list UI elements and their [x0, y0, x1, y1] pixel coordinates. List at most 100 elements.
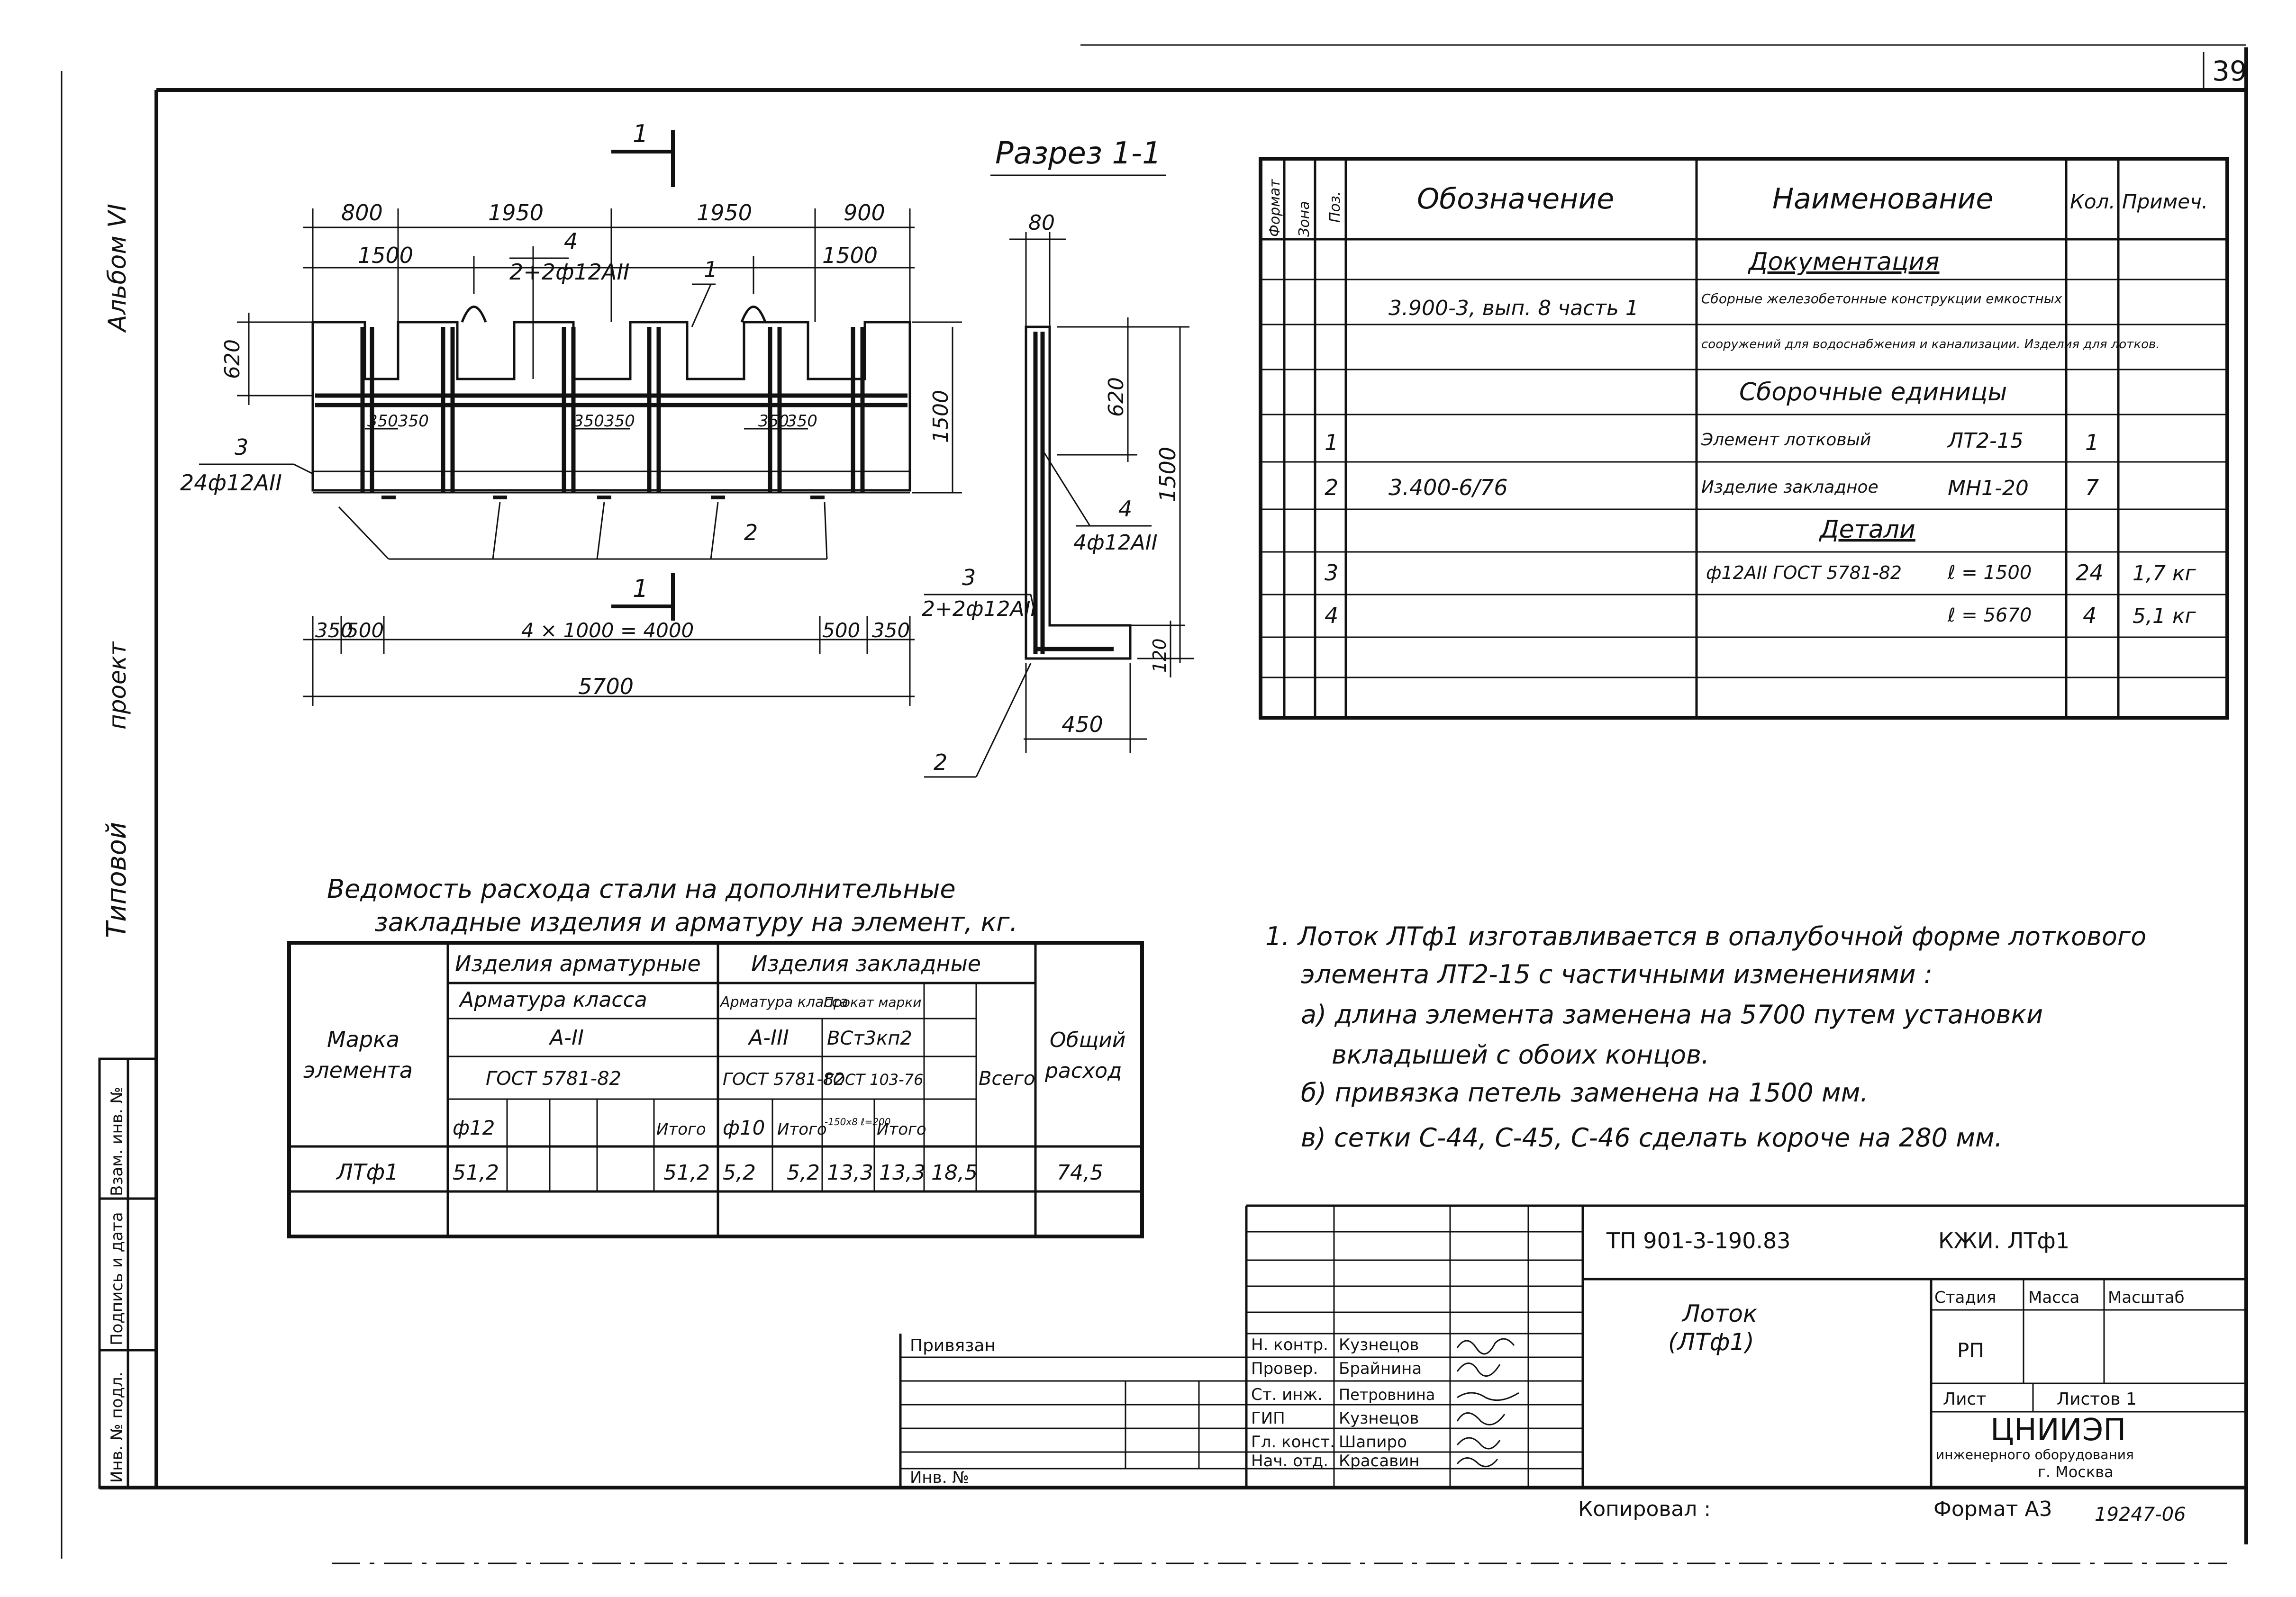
spec-table: [1259, 157, 2229, 720]
steel-header-gost-b: ГОСТ 5781-82: [723, 1070, 844, 1089]
title-tied: Привязан: [910, 1336, 996, 1355]
spec-row3-name: ф12АII ГОСТ 5781-82: [1706, 562, 1902, 583]
title-format: Формат А3: [1933, 1497, 2052, 1521]
steel-header-plate: -150х8 ℓ=200: [825, 1116, 891, 1128]
steel-header-a2: А-II: [548, 1026, 584, 1050]
margin-album: Альбом VI: [103, 204, 132, 333]
dim-1950-a: 1950: [488, 200, 544, 226]
title-name-1: Лоток: [1681, 1300, 1757, 1327]
steel-header-gost-c: ГОСТ 103-76: [825, 1071, 923, 1089]
spec-row3-note: 1,7 кг: [2133, 561, 2196, 586]
spec-row1-name: Элемент лотковый: [1701, 430, 1871, 450]
callout-1-top: 1: [704, 257, 717, 282]
title-org-2: инженерного оборудования: [1936, 1447, 2134, 1462]
steel-header-mark-1: Марка: [327, 1027, 399, 1052]
dim-350-a: 350: [367, 412, 398, 431]
title-role-6: Нач. отд.: [1251, 1452, 1328, 1471]
tray-elevation: [199, 130, 962, 706]
note-b: б) привязка петель заменена на 1500 мм.: [1301, 1078, 1868, 1108]
section-rebar-4: 4ф12АII: [1073, 531, 1158, 555]
sheet-number: 39: [2212, 55, 2247, 87]
section-1-1: [924, 174, 1194, 778]
rebar-left-label: 24ф12АII: [180, 470, 282, 496]
margin-vzam-inv: Взам. инв. №: [108, 1087, 127, 1196]
margin-stamp: [98, 1057, 158, 1489]
spec-row2-qty: 7: [2085, 475, 2099, 500]
signatures: [1456, 1338, 1519, 1468]
dim-bottom-350-right: 350: [872, 619, 910, 642]
spec-doc-name-1: Сборные железобетонные конструкции емкос…: [1701, 291, 2062, 307]
title-person-3: Петровнина: [1339, 1386, 1435, 1404]
dim-total-5700: 5700: [578, 674, 634, 699]
dim-800: 800: [341, 200, 383, 226]
dim-350-b: 350: [398, 412, 429, 431]
spec-row4-length: ℓ = 5670: [1947, 605, 2032, 626]
title-mark: КЖИ. ЛТф1: [1938, 1228, 2069, 1254]
title-scale-header: Масштаб: [2108, 1288, 2185, 1307]
title-org-3: г. Москва: [2038, 1463, 2114, 1481]
dim-620-left: 620: [220, 339, 245, 379]
spec-doc-name-2: сооружений для водоснабжения и канализац…: [1701, 337, 2160, 352]
title-sheet: Лист: [1943, 1389, 1986, 1409]
dim-bottom-350-left: 350: [315, 619, 353, 642]
steel-header-f10: ф10: [723, 1116, 765, 1139]
dim-bottom-500-right: 500: [822, 619, 860, 642]
spec-header-qty: Кол.: [2070, 190, 2115, 213]
spec-header-note: Примеч.: [2122, 190, 2208, 213]
spec-row3-length: ℓ = 1500: [1947, 562, 2032, 584]
title-person-5: Шапиро: [1339, 1433, 1407, 1452]
spec-header-zone: Зона: [1296, 201, 1313, 237]
spec-header-designation: Обозначение: [1417, 182, 1614, 216]
steel-header-mark-2: элемента: [303, 1057, 413, 1083]
spec-header-format: Формат: [1267, 179, 1283, 237]
sheet-frame: [61, 44, 2248, 1564]
dim-900: 900: [844, 200, 885, 226]
dim-bottom-500-left: 500: [346, 619, 384, 642]
dim-350-f: 350: [787, 412, 817, 431]
steel-row-all: 18,5: [931, 1161, 978, 1185]
title-person-2: Брайнина: [1339, 1359, 1422, 1378]
title-block: [899, 1204, 2246, 1488]
dim-1500-height: 1500: [929, 390, 953, 443]
title-code: ТП 901-3-190.83: [1606, 1228, 1791, 1254]
note-a-cont: вкладышей с обоих концов.: [1332, 1040, 1709, 1070]
title-role-2: Провер.: [1251, 1359, 1318, 1378]
dim-1950-b: 1950: [697, 200, 752, 226]
steel-row-itogo3: 13,3: [879, 1161, 926, 1185]
section-dim-80: 80: [1028, 211, 1055, 235]
steel-row-total: 74,5: [1057, 1161, 1103, 1185]
spec-section-assembly: Сборочные единицы: [1739, 378, 2007, 406]
note-c: в) сетки С-44, С-45, С-46 сделать короче…: [1301, 1123, 2003, 1153]
steel-row-itogo1: 51,2: [663, 1161, 710, 1185]
steel-row-plate: 13,3: [827, 1161, 873, 1185]
steel-header-rolled: Прокат марки: [824, 994, 921, 1010]
rebar-top-label: 2+2ф12АII: [509, 259, 630, 285]
steel-header-itogo2: Итого: [777, 1120, 827, 1139]
spec-section-details: Детали: [1819, 515, 1915, 544]
note-1-cont: элемента ЛТ2-15 с частичными изменениями…: [1301, 959, 1933, 989]
spec-row2-mark: МН1-20: [1948, 476, 2029, 500]
title-sheets: Листов 1: [2057, 1389, 2137, 1409]
steel-header-vst: ВСт3кп2: [827, 1028, 912, 1049]
spec-row1-mark: ЛТ2-15: [1947, 429, 2024, 453]
spec-row3-qty: 24: [2076, 560, 2104, 586]
section-mark-top: 1: [633, 120, 648, 148]
spec-row4-qty: 4: [2083, 603, 2096, 628]
spec-doc-designation: 3.900-3, вып. 8 часть 1: [1388, 296, 1639, 320]
spec-row4-pos: 4: [1325, 603, 1338, 628]
steel-header-reinf: Изделия арматурные: [455, 951, 701, 976]
title-role-3: Ст. инж.: [1251, 1385, 1323, 1404]
dim-350-e: 350: [758, 412, 789, 431]
spec-row4-note: 5,1 кг: [2133, 604, 2196, 628]
title-org-1: ЦНИИЭП: [1990, 1413, 2126, 1448]
section-rebar-3: 2+2ф12АII: [922, 597, 1037, 621]
dim-350-d: 350: [604, 412, 635, 431]
steel-row-mark: ЛТф1: [336, 1159, 399, 1185]
spec-row2-name: Изделие закладное: [1701, 478, 1879, 497]
steel-header-a3: А-III: [747, 1026, 789, 1050]
spec-section-documentation: Документация: [1748, 248, 1939, 276]
steel-row-itogo2: 5,2: [787, 1161, 820, 1185]
dim-1500-left: 1500: [358, 243, 413, 268]
steel-row-f12: 51,2: [453, 1161, 499, 1185]
